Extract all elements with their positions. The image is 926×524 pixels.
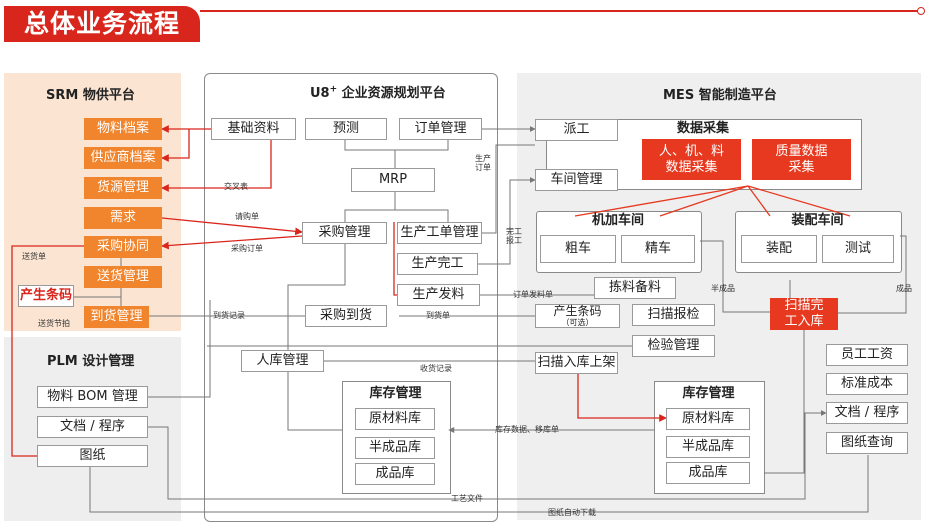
flow-label-issue-order: 订单发料单 (513, 290, 553, 299)
supplier-file-box[interactable]: 供应商档案 (84, 147, 162, 169)
u8-finished-goods-warehouse[interactable]: 成品库 (355, 463, 435, 485)
inspection-management-box[interactable]: 检验管理 (632, 335, 715, 357)
mes-semi-finished-warehouse[interactable]: 半成品库 (666, 436, 750, 458)
flow-label-finished: 成品 (896, 284, 912, 293)
generate-barcode-box[interactable]: 产生条码 (18, 285, 74, 307)
assembly-box[interactable]: 装配 (741, 235, 817, 263)
flow-label-semi-finished: 半成品 (711, 284, 735, 293)
scan-inspection-box[interactable]: 扫描报检 (632, 304, 715, 326)
srm-title: SRM 物供平台 (46, 88, 135, 103)
mrp-box[interactable]: MRP (351, 168, 435, 192)
assembly-workshop-title: 装配车间 (791, 212, 844, 228)
flow-label-arrival-order: 到货单 (426, 311, 450, 320)
demand-box[interactable]: 需求 (84, 207, 162, 229)
flow-label-receipt-record: 收货记录 (420, 364, 452, 373)
plm-docs-box[interactable]: 文档 / 程序 (37, 416, 148, 438)
workshop-management-box[interactable]: 车间管理 (535, 169, 618, 191)
flow-label-drawing-download: 图纸自动下载 (548, 508, 596, 517)
page-title: 总体业务流程 (4, 6, 200, 42)
machining-workshop-title: 机加车间 (591, 212, 644, 228)
scan-stock-in-shelf-box[interactable]: 扫描入库上架 (535, 352, 618, 374)
flow-label-production-order: 生产订单 (475, 154, 491, 173)
purchase-arrival-box[interactable]: 采购到货 (305, 305, 387, 327)
source-management-box[interactable]: 货源管理 (84, 177, 162, 199)
basic-data-box[interactable]: 基础资料 (211, 118, 296, 140)
stock-in-management-box[interactable]: 人库管理 (241, 350, 324, 372)
rough-turning-box[interactable]: 粗车 (540, 235, 616, 263)
picking-box[interactable]: 拣料备料 (594, 277, 676, 299)
material-issue-box[interactable]: 生产发料 (397, 284, 480, 306)
purchase-coordination-box[interactable]: 采购协同 (84, 236, 162, 258)
delivery-management-box[interactable]: 送货管理 (84, 266, 162, 288)
fine-turning-box[interactable]: 精车 (621, 235, 695, 263)
flow-label-delivery-pace: 送货节拍 (38, 319, 70, 328)
mes-raw-material-warehouse[interactable]: 原材料库 (666, 408, 750, 430)
quality-data-collection-box[interactable]: 质量数据采集 (752, 139, 851, 180)
flow-label-inventory-data: 库存数据、移库单 (495, 425, 559, 434)
material-file-box[interactable]: 物料档案 (84, 118, 162, 140)
data-collection-title: 数据采集 (676, 121, 729, 137)
mes-docs-box[interactable]: 文档 / 程序 (826, 402, 908, 424)
arrival-management-box[interactable]: 到货管理 (84, 306, 149, 328)
production-complete-box[interactable]: 生产完工 (397, 253, 478, 275)
work-order-management-box[interactable]: 生产工单管理 (397, 222, 482, 244)
mes-finished-goods-warehouse[interactable]: 成品库 (666, 462, 750, 484)
flow-label-process-file: 工艺文件 (451, 494, 483, 503)
title-rule (200, 10, 918, 12)
flow-label-completion-report: 完工报工 (506, 227, 522, 246)
flow-label-arrival-record: 到货记录 (213, 311, 245, 320)
plm-drawings-box[interactable]: 图纸 (37, 445, 148, 467)
purchase-management-box[interactable]: 采购管理 (302, 222, 387, 244)
u8-raw-material-warehouse[interactable]: 原材料库 (355, 408, 435, 430)
u8-inventory-title: 库存管理 (369, 386, 422, 402)
forecast-box[interactable]: 预测 (305, 118, 387, 140)
people-machine-material-collection-box[interactable]: 人、机、料数据采集 (642, 139, 741, 180)
flow-label-cross-table: 交叉表 (224, 182, 248, 191)
flow-label-purchase-order: 采购订单 (231, 244, 263, 253)
employee-wages-box[interactable]: 员工工资 (826, 344, 908, 366)
plm-title: PLM 设计管理 (47, 354, 135, 369)
u8-title: U8+ 企业资源规划平台 (310, 84, 446, 101)
flow-label-request-order: 请购单 (235, 212, 259, 221)
mes-barcode-box[interactable]: 产生条码（可选） (535, 304, 620, 328)
flow-label-delivery-order: 送货单 (22, 252, 46, 261)
testing-box[interactable]: 测试 (822, 235, 894, 263)
order-management-box[interactable]: 订单管理 (399, 118, 482, 140)
title-rule-end-dot (917, 7, 925, 15)
mes-title: MES 智能制造平台 (663, 88, 777, 103)
standard-cost-box[interactable]: 标准成本 (826, 373, 908, 395)
scan-finish-stock-in-box[interactable]: 扫描完工入库 (770, 298, 838, 330)
dispatch-box[interactable]: 派工 (535, 119, 618, 141)
drawing-query-box[interactable]: 图纸查询 (826, 432, 908, 454)
u8-semi-finished-warehouse[interactable]: 半成品库 (355, 437, 435, 459)
mes-inventory-title: 库存管理 (682, 386, 735, 402)
bom-management-box[interactable]: 物料 BOM 管理 (37, 386, 148, 408)
